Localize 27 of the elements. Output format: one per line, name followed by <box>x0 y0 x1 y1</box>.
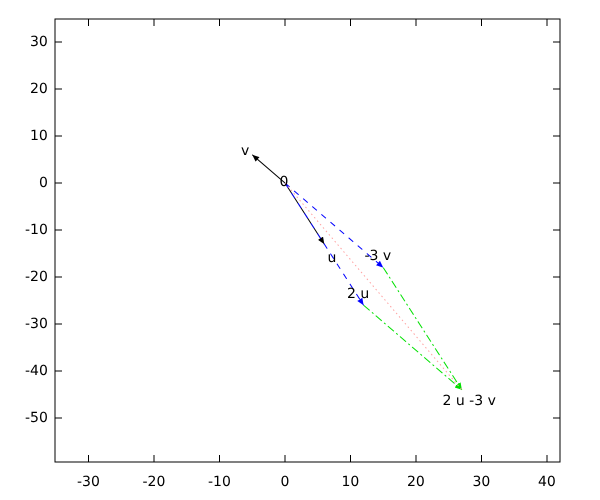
vector-arrow <box>284 182 384 268</box>
x-tick-label: -10 <box>208 474 231 490</box>
point-label: 2 u -3 v <box>442 393 496 409</box>
y-tick-label: 10 <box>30 128 48 144</box>
point-label: u <box>328 250 336 266</box>
point-label: -3 v <box>364 248 392 264</box>
x-tick-label: 20 <box>407 474 425 490</box>
x-tick-label: -30 <box>77 474 100 490</box>
y-tick-label: -40 <box>25 363 48 379</box>
x-tick-label: 0 <box>280 474 290 490</box>
y-tick-label: -10 <box>25 222 48 238</box>
y-tick-label: -50 <box>25 410 48 426</box>
x-tick-label: -20 <box>142 474 166 490</box>
y-tick-label: -20 <box>25 269 48 285</box>
vector-arrow <box>382 267 462 390</box>
y-tick-label: 20 <box>30 81 48 97</box>
x-tick-label: 30 <box>472 474 490 490</box>
vector-arrow <box>363 304 462 390</box>
vector-arrow <box>252 154 286 184</box>
y-tick-label: -30 <box>25 316 48 332</box>
x-tick-label: 40 <box>538 474 556 490</box>
point-label: 2 u <box>347 286 370 302</box>
point-label: v <box>241 143 250 159</box>
y-tick-label: 0 <box>39 175 48 191</box>
vector-arrow <box>284 182 364 306</box>
y-tick-label: 30 <box>30 34 48 50</box>
x-tick-label: 10 <box>342 474 360 490</box>
